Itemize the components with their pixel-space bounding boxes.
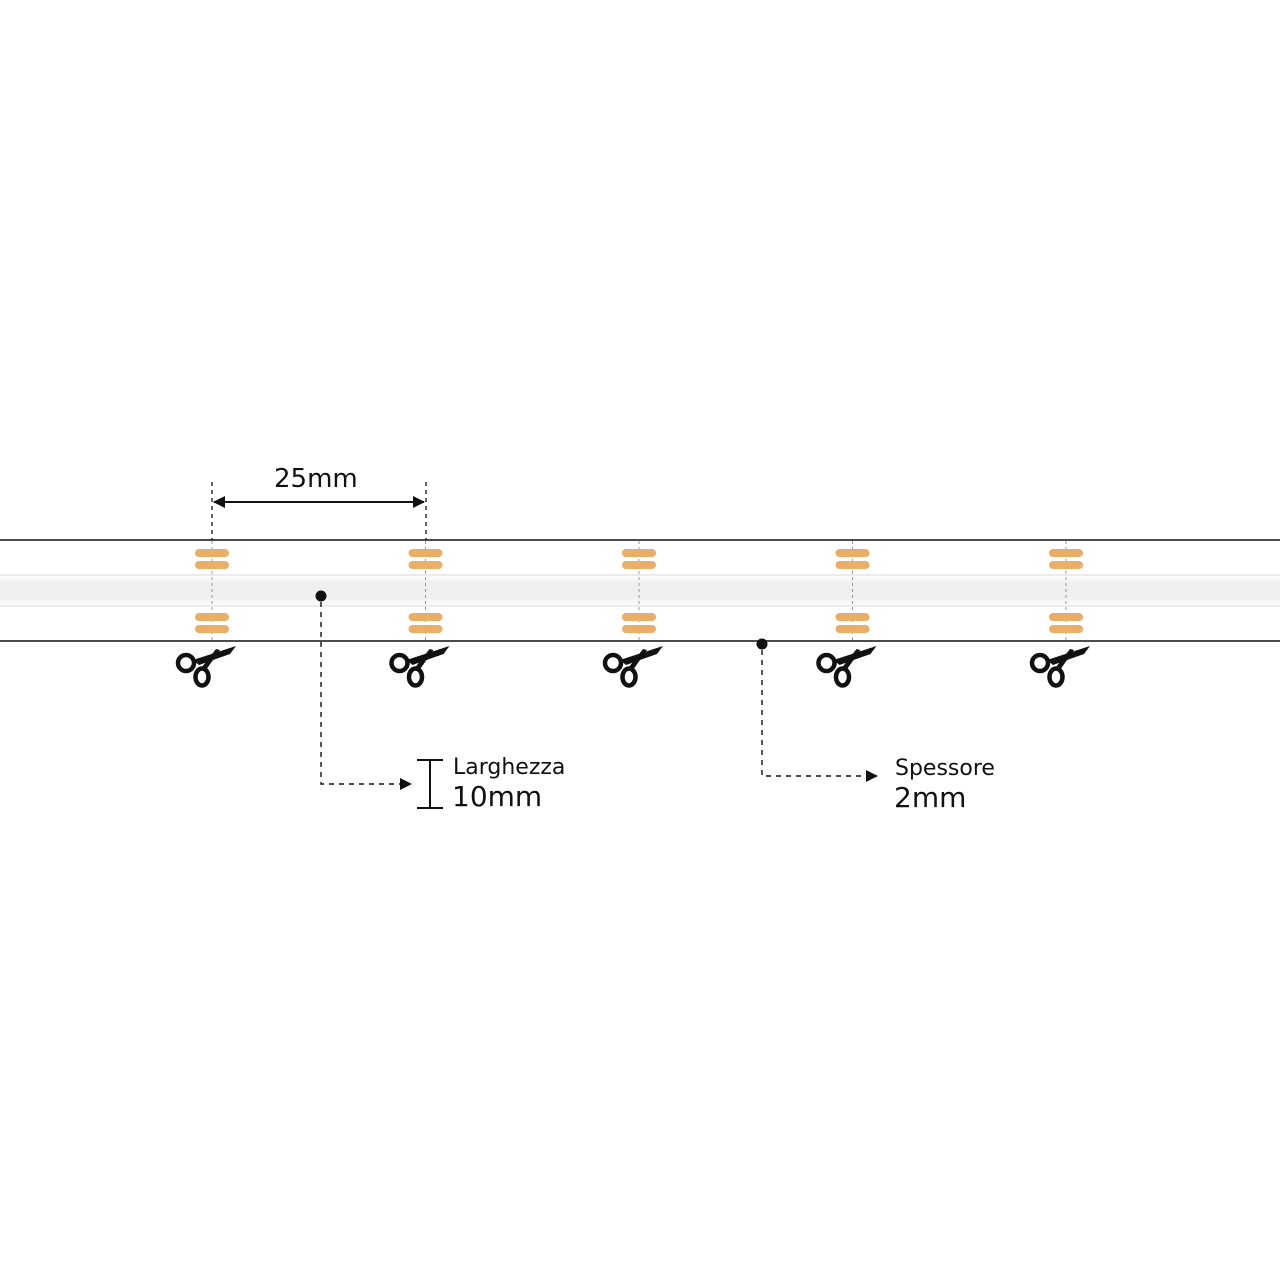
- led-strip: [0, 539, 1280, 642]
- thickness-caption: Spessore: [895, 756, 995, 781]
- solder-pad-top: [195, 561, 229, 569]
- scissors-icon: [816, 646, 877, 688]
- solder-pad-bottom: [1049, 613, 1083, 621]
- solder-pad-bottom: [195, 625, 229, 633]
- cut-point: [816, 541, 877, 688]
- solder-pad-bottom: [408, 613, 443, 621]
- strip-center-band: [0, 575, 1280, 606]
- solder-pad-top: [1049, 549, 1083, 557]
- solder-pad-bottom: [835, 613, 870, 621]
- solder-pad-bottom: [835, 625, 870, 633]
- cut-point: [602, 541, 663, 688]
- arrow-left-icon: [213, 496, 225, 508]
- width-value: 10mm: [452, 780, 543, 813]
- solder-pad-top: [408, 561, 443, 569]
- pitch-dimension: [211, 482, 427, 540]
- scissors-icon: [175, 646, 236, 688]
- scissors-icon: [602, 646, 663, 688]
- pitch-label: 25mm: [274, 464, 358, 494]
- thickness-leader-line: [761, 650, 867, 777]
- solder-pad-bottom: [195, 613, 229, 621]
- arrow-right-icon: [413, 496, 425, 508]
- solder-pad-top: [835, 561, 870, 569]
- thickness-arrow-icon: [866, 770, 878, 782]
- cut-points: [175, 541, 1090, 688]
- cut-point: [175, 541, 236, 688]
- thickness-callout-dot: [756, 638, 768, 650]
- width-arrow-icon: [400, 778, 412, 790]
- cut-point: [1029, 541, 1090, 688]
- thickness-callout: [756, 638, 878, 782]
- solder-pad-top: [195, 549, 229, 557]
- solder-pad-top: [408, 549, 443, 557]
- thickness-value: 2mm: [894, 781, 967, 814]
- solder-pad-bottom: [408, 625, 443, 633]
- width-leader-line: [320, 602, 403, 785]
- solder-pad-top: [1049, 561, 1083, 569]
- cut-point: [389, 541, 450, 688]
- scissors-icon: [1029, 646, 1090, 688]
- solder-pad-top: [835, 549, 870, 557]
- solder-pad-top: [622, 561, 656, 569]
- width-measure-icon: [417, 759, 443, 809]
- solder-pad-bottom: [622, 625, 656, 633]
- width-callout: [315, 590, 443, 809]
- solder-pad-bottom: [1049, 625, 1083, 633]
- scissors-icon: [389, 646, 450, 688]
- solder-pad-top: [622, 549, 656, 557]
- solder-pad-bottom: [622, 613, 656, 621]
- width-caption: Larghezza: [453, 755, 566, 780]
- width-callout-dot: [315, 590, 327, 602]
